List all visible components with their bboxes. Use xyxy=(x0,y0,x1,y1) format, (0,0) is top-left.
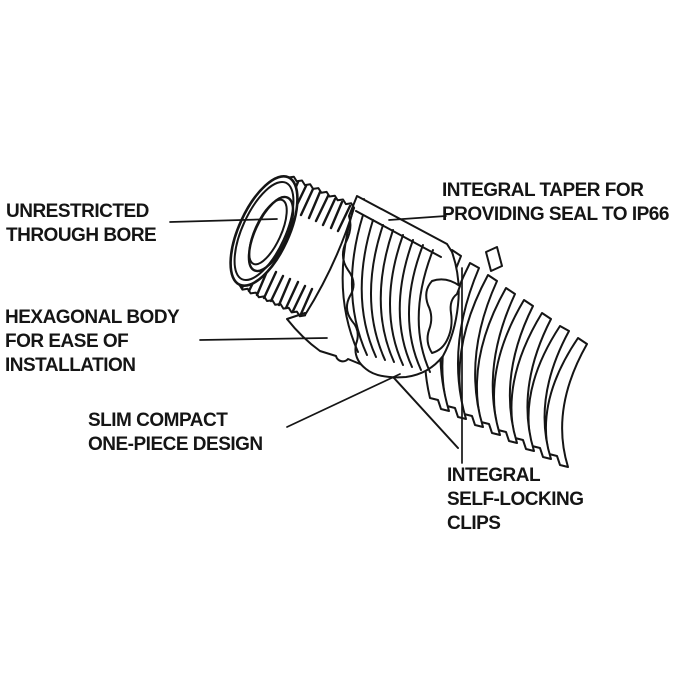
label-slim-compact: SLIM COMPACT ONE-PIECE DESIGN xyxy=(88,409,263,457)
label-integral-clips: INTEGRAL SELF-LOCKING CLIPS xyxy=(447,464,584,536)
label-line: THROUGH BORE xyxy=(6,225,157,246)
label-line: INTEGRAL TAPER FOR xyxy=(442,180,644,201)
label-integral-taper: INTEGRAL TAPER FOR PROVIDING SEAL TO IP6… xyxy=(442,179,669,227)
label-hexagonal-body: HEXAGONAL BODY FOR EASE OF INSTALLATION xyxy=(5,306,180,378)
label-line: ONE-PIECE DESIGN xyxy=(88,434,263,455)
label-line: UNRESTRICTED xyxy=(6,201,149,222)
self-locking-clip xyxy=(425,278,461,354)
label-unrestricted-through-bore: UNRESTRICTED THROUGH BORE xyxy=(6,200,157,248)
label-line: INTEGRAL xyxy=(447,465,541,486)
label-line: CLIPS xyxy=(447,513,501,534)
leader-through-bore xyxy=(169,218,278,223)
clip-tab xyxy=(485,246,503,272)
label-line: INSTALLATION xyxy=(5,355,136,376)
label-line: SLIM COMPACT xyxy=(88,410,228,431)
corrugated-conduit-ribs xyxy=(423,246,588,468)
leader-slim-compact xyxy=(286,373,401,428)
label-line: PROVIDING SEAL TO IP66 xyxy=(442,204,669,225)
label-line: FOR EASE OF xyxy=(5,331,129,352)
label-line: SELF-LOCKING xyxy=(447,489,584,510)
label-line: HEXAGONAL BODY xyxy=(5,307,180,328)
leader-hexagonal-body xyxy=(199,337,328,341)
leader-integral-taper xyxy=(388,215,447,221)
end-face-bore xyxy=(229,175,299,287)
